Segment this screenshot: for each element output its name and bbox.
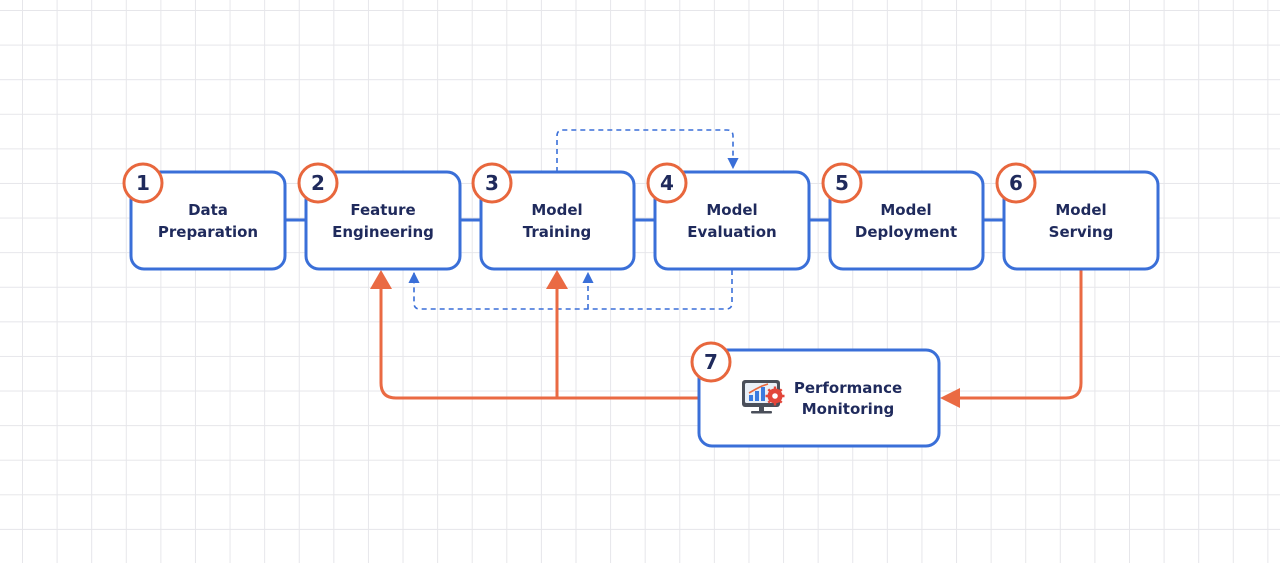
node-label-line1: Model	[531, 201, 582, 219]
arrowhead-feature	[370, 270, 392, 289]
step-badge	[995, 162, 1037, 204]
node-model-deployment[interactable]: Model Deployment 5	[821, 162, 985, 271]
dashed-loops	[408, 129, 739, 310]
node-label-line1: Feature	[350, 201, 415, 219]
step-badge-number: 7	[704, 350, 718, 374]
arrowhead-monitoring	[940, 388, 960, 408]
step-badge	[297, 162, 339, 204]
step-badge	[471, 162, 513, 204]
node-label-line1: Model	[1055, 201, 1106, 219]
node-label-line1: Performance	[794, 379, 902, 397]
dashed-loop-training-to-evaluation	[556, 129, 739, 172]
orange-arrowheads	[370, 270, 960, 408]
node-box	[129, 170, 287, 271]
node-box	[828, 170, 985, 271]
node-label-line1: Data	[188, 201, 228, 219]
node-label-line2: Training	[523, 223, 591, 241]
node-label-line1: Model	[880, 201, 931, 219]
node-data-preparation[interactable]: Data Preparation 1	[122, 162, 287, 271]
node-box	[304, 170, 462, 271]
node-label-line2: Preparation	[158, 223, 258, 241]
step-badge-number: 5	[835, 171, 849, 195]
arrow-monitoring-to-feature	[379, 288, 699, 400]
dashed-loop-evaluation-to-feature	[408, 270, 733, 310]
node-performance-monitoring[interactable]: Performance Monitoring 7	[690, 341, 941, 448]
step-badge	[690, 341, 732, 383]
node-label-line1: Model	[706, 201, 757, 219]
node-box	[653, 170, 811, 271]
node-model-training[interactable]: Model Training 3	[471, 162, 636, 271]
node-feature-engineering[interactable]: Feature Engineering 2	[297, 162, 462, 271]
node-box	[479, 170, 636, 271]
monitor-chart-gear-icon	[742, 380, 785, 414]
node-model-evaluation[interactable]: Model Evaluation 4	[646, 162, 811, 271]
node-label-line2: Monitoring	[802, 400, 894, 418]
node-label-line2: Serving	[1049, 223, 1114, 241]
step-badge	[122, 162, 164, 204]
step-badge-number: 6	[1009, 171, 1023, 195]
node-label-line2: Deployment	[855, 223, 957, 241]
step-badge-number: 4	[660, 171, 674, 195]
step-badge-number: 2	[311, 171, 325, 195]
node-box	[1002, 170, 1160, 271]
node-label-line2: Evaluation	[687, 223, 776, 241]
step-badge	[646, 162, 688, 204]
step-badge	[821, 162, 863, 204]
arrowhead-training	[546, 270, 568, 289]
step-badge-number: 3	[485, 171, 499, 195]
node-box	[697, 348, 941, 448]
node-label-line2: Engineering	[332, 223, 434, 241]
node-model-serving[interactable]: Model Serving 6	[995, 162, 1160, 271]
orange-arrows	[379, 270, 1083, 400]
arrow-serving-to-monitoring	[960, 270, 1083, 400]
step-badge-number: 1	[136, 171, 150, 195]
